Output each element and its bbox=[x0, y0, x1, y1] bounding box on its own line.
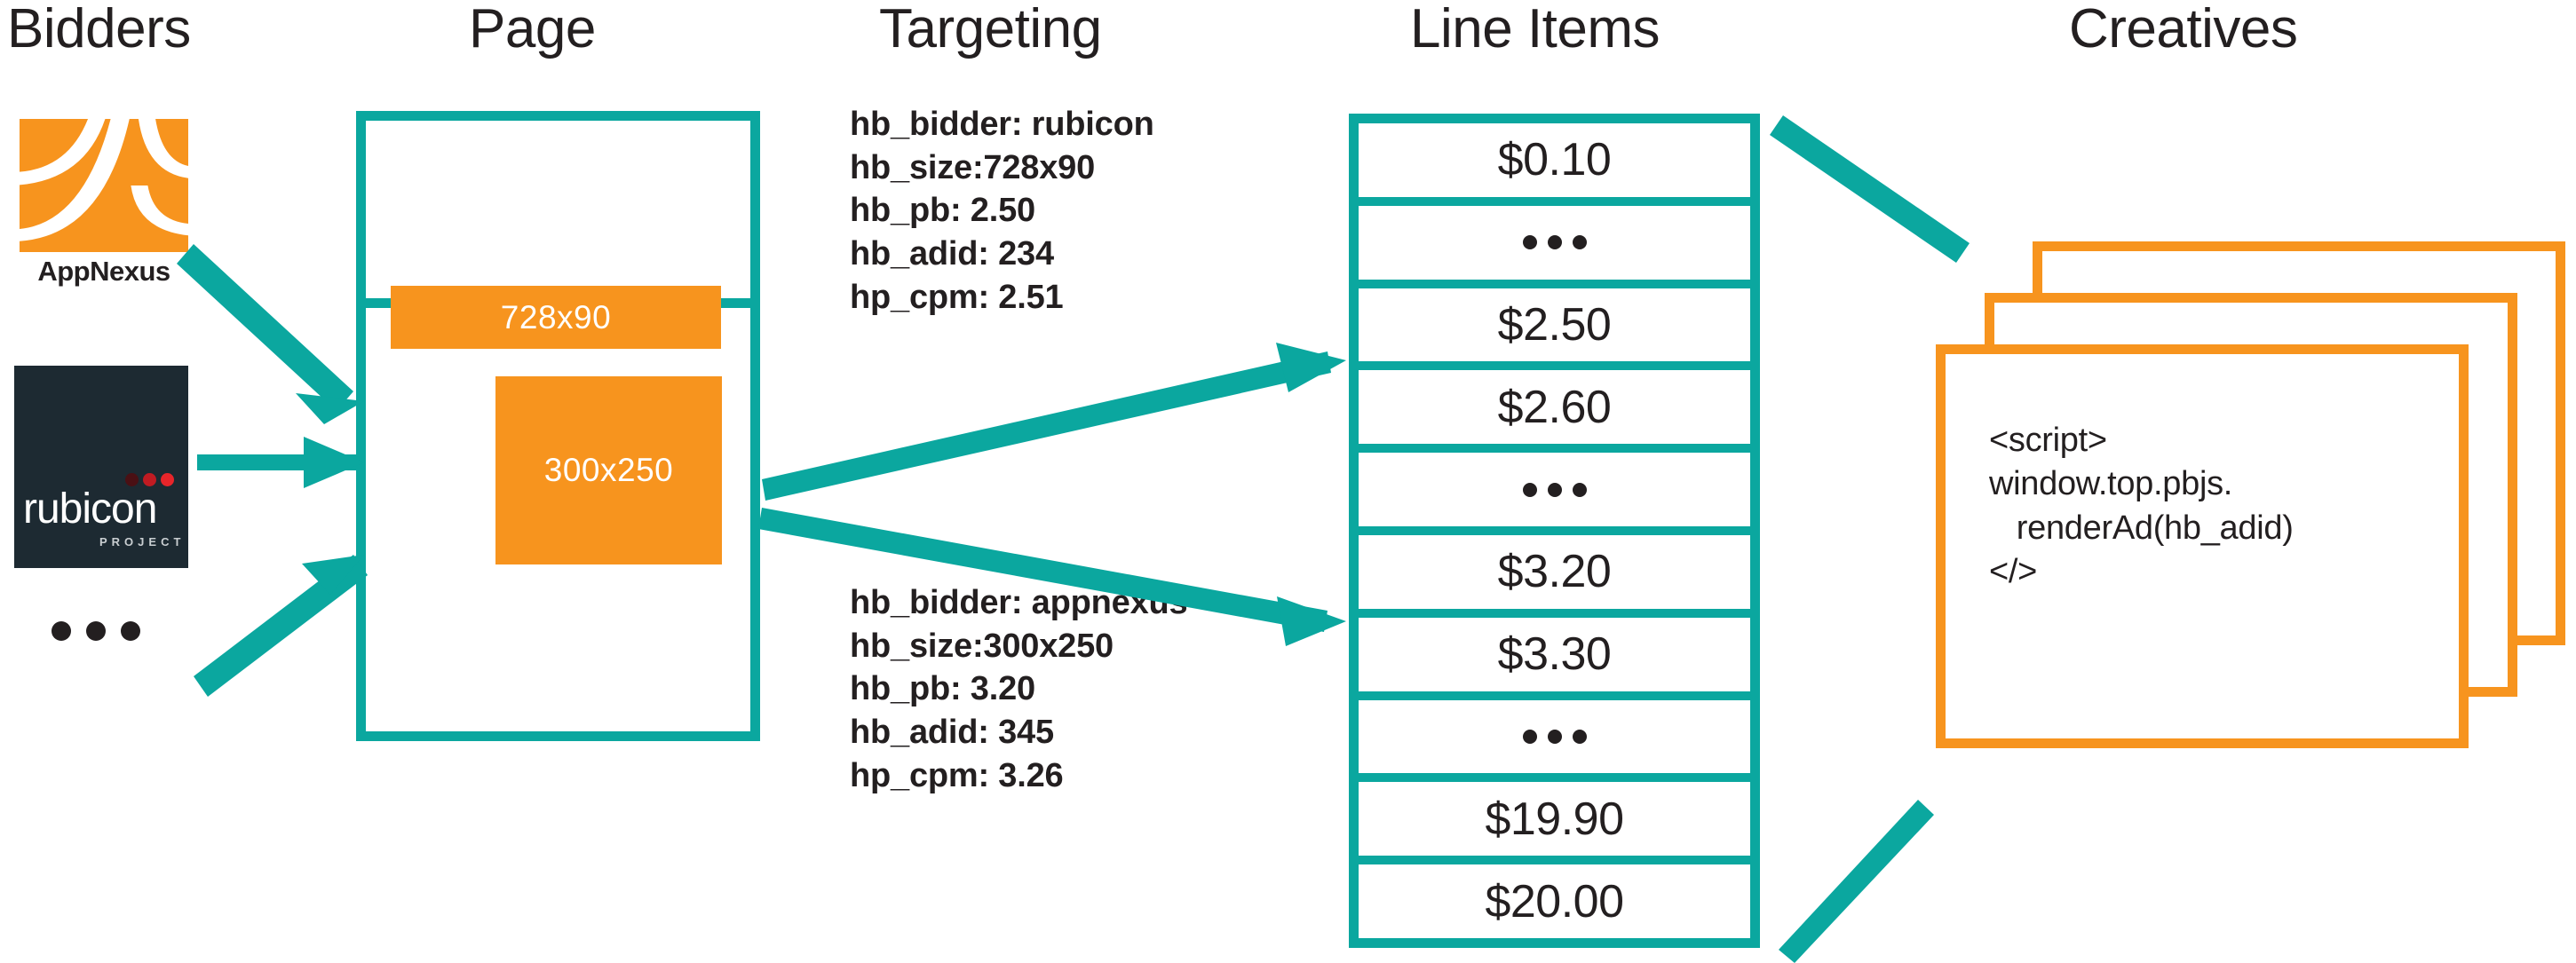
line-item-row-ellipsis[interactable] bbox=[1359, 699, 1750, 774]
line-item-row[interactable]: $19.90 bbox=[1359, 782, 1750, 856]
targeting-line: hp_cpm: 3.26 bbox=[850, 756, 1064, 794]
line-item-row[interactable]: $2.50 bbox=[1359, 288, 1750, 362]
column-heading-targeting: Targeting bbox=[879, 0, 1102, 59]
targeting-line: hb_adid: 345 bbox=[850, 713, 1054, 751]
targeting-line: hb_pb: 3.20 bbox=[850, 670, 1035, 708]
rubicon-dots-icon bbox=[125, 473, 174, 486]
line-item-row[interactable]: $3.20 bbox=[1359, 534, 1750, 609]
arrow-page-to-line-item-250 bbox=[762, 343, 1346, 501]
column-heading-creatives: Creatives bbox=[2069, 0, 2298, 59]
line-item-row[interactable]: $2.60 bbox=[1359, 370, 1750, 445]
creative-card-front[interactable] bbox=[1936, 344, 2469, 748]
line-item-row[interactable]: $3.30 bbox=[1359, 617, 1750, 691]
connector-line-items-to-creatives-bottom bbox=[1779, 800, 1934, 963]
targeting-line: hb_pb: 2.50 bbox=[850, 192, 1035, 230]
ad-slot-300x250[interactable]: 300x250 bbox=[495, 376, 722, 564]
targeting-line: hb_bidder: rubicon bbox=[850, 106, 1154, 143]
rubicon-wordmark: rubicon bbox=[23, 485, 157, 533]
targeting-line: hp_cpm: 2.51 bbox=[850, 278, 1064, 316]
ellipsis-icon bbox=[1522, 482, 1587, 497]
column-heading-line-items: Line Items bbox=[1410, 0, 1661, 59]
ellipsis-icon bbox=[1522, 235, 1587, 250]
column-heading-page: Page bbox=[469, 0, 596, 59]
column-heading-bidders: Bidders bbox=[7, 0, 191, 59]
targeting-line: hb_adid: 234 bbox=[850, 234, 1054, 272]
arrow-rubicon-to-page bbox=[197, 437, 364, 488]
line-item-row[interactable]: $20.00 bbox=[1359, 864, 1750, 938]
creative-script-snippet: <script> window.top.pbjs. renderAd(hb_ad… bbox=[1989, 422, 2294, 591]
line-items-list: $0.10 $2.50 $2.60 $3.20 $3.30 $19.90 $20.00 bbox=[1349, 114, 1760, 948]
line-item-row-ellipsis[interactable] bbox=[1359, 205, 1750, 280]
targeting-keys-appnexus: hb_bidder: appnexus hb_size:300x250 hb_pb:… bbox=[850, 581, 1188, 797]
rubicon-project-logo-icon: rubicon PROJECT bbox=[14, 366, 188, 568]
appnexus-logo-icon bbox=[11, 112, 197, 252]
line-item-row-ellipsis[interactable] bbox=[1359, 453, 1750, 526]
bidders-more-ellipsis-icon bbox=[52, 621, 140, 641]
appnexus-label: AppNexus bbox=[37, 256, 170, 287]
ellipsis-icon bbox=[1522, 729, 1587, 744]
targeting-line: hb_size:728x90 bbox=[850, 148, 1096, 186]
connector-line-items-to-creatives-top bbox=[1770, 115, 1970, 263]
arrow-more-bidders-to-page bbox=[194, 555, 368, 697]
line-item-row[interactable]: $0.10 bbox=[1359, 123, 1750, 197]
arrow-appnexus-to-page bbox=[177, 244, 364, 424]
ad-slot-728x90[interactable]: 728x90 bbox=[391, 286, 721, 349]
targeting-line: hb_size:300x250 bbox=[850, 627, 1114, 665]
targeting-line: hb_bidder: appnexus bbox=[850, 584, 1188, 621]
targeting-keys-rubicon: hb_bidder: rubicon hb_size:728x90 hb_pb: 2… bbox=[850, 103, 1154, 319]
rubicon-subtitle: PROJECT bbox=[99, 535, 186, 549]
